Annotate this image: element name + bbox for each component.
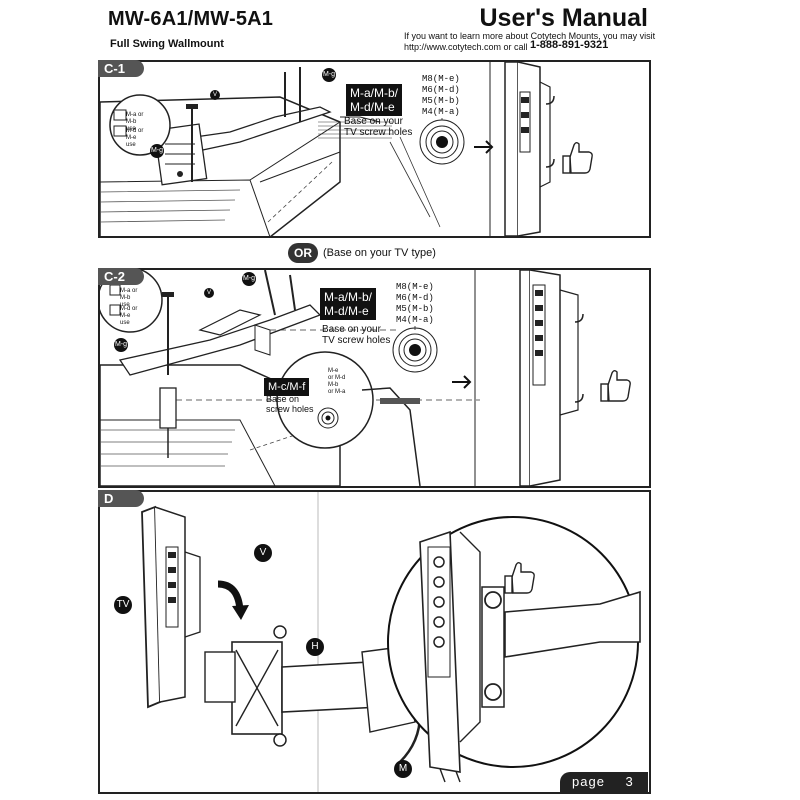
- base-note-c1-line2: TV screw holes: [344, 127, 413, 138]
- screw-size-list-c2: M8(M-e) M6(M-d) M5(M-b) M4(M-a): [396, 282, 434, 326]
- d-illustration: [141, 492, 641, 792]
- spacer-note: Base on screw holes: [266, 394, 314, 414]
- callout-v: V: [204, 288, 214, 298]
- callout-mg-1: M-g: [322, 68, 336, 82]
- inset-label-1: M-a or M-b use: [126, 112, 144, 132]
- spacer-size-list: M-e or M-d M-b or M-a: [328, 368, 345, 396]
- screw-label-c1-line1: M-a/M-b/: [350, 86, 398, 100]
- callout-mg-2: M-g: [150, 144, 164, 158]
- size-item: M6(M-d): [396, 293, 434, 303]
- base-note-c1-line1: Base on your: [344, 116, 403, 127]
- step-tag-c1: C-1: [98, 60, 144, 77]
- manual-title: User's Manual: [479, 4, 648, 32]
- spacer-size-item: M-b: [328, 382, 339, 388]
- size-item: M4(M-a): [396, 315, 434, 325]
- screw-label-c2-line1: M-a/M-b/: [324, 290, 372, 304]
- step-tag-c2: C-2: [98, 268, 144, 285]
- contact-line-2: http://www.cotytech.com or call: [404, 42, 528, 52]
- size-item: M4(M-a): [422, 107, 460, 117]
- panel-c1: C-1 M-g M-g V M-a or M-b use M-d or M-e …: [98, 60, 651, 238]
- callout-h: H: [306, 638, 324, 656]
- size-item: M8(M-e): [396, 282, 434, 292]
- callout-m: M: [394, 760, 412, 778]
- contact-info: If you want to learn more about Cotytech…: [404, 31, 655, 53]
- spacer-size-item: or M-a: [328, 389, 346, 395]
- size-item: M5(M-b): [396, 304, 434, 314]
- size-item: M5(M-b): [422, 96, 460, 106]
- screw-label-c1-line2: M-d/M-e: [350, 100, 395, 114]
- callout-v: V: [254, 544, 272, 562]
- base-note-c2: Base on your TV screw holes: [322, 324, 390, 346]
- screw-size-list-c1: M8(M-e) M6(M-d) M5(M-b) M4(M-a): [422, 74, 460, 118]
- c1-illustration: [100, 62, 593, 236]
- callout-mg-2: M-g: [114, 338, 128, 352]
- spacer-label: M-c/M-f: [264, 378, 310, 396]
- page-number: 3: [625, 774, 634, 789]
- screw-label-c2: M-a/M-b/ M-d/M-e: [320, 288, 376, 320]
- page-footer: page 3: [560, 772, 648, 792]
- screw-label-c1: M-a/M-b/ M-d/M-e: [346, 84, 402, 116]
- base-note-c1: Base on your TV screw holes: [344, 116, 412, 138]
- phone-number: 1-888-891-9321: [530, 39, 609, 51]
- contact-line-1: If you want to learn more about Cotytech…: [404, 31, 656, 41]
- callout-tv: TV: [114, 596, 132, 614]
- callout-v: V: [210, 90, 220, 100]
- panel-d: D V TV H M: [98, 490, 651, 794]
- spacer-size-item: M-e: [328, 368, 339, 374]
- page-label: page: [572, 774, 605, 789]
- spacer-note-line2: screw holes: [266, 404, 314, 414]
- screw-label-c2-line2: M-d/M-e: [324, 304, 369, 318]
- or-note: (Base on your TV type): [323, 247, 436, 259]
- spacer-size-item: or M-d: [328, 375, 346, 381]
- inset-label-1: M-a or M-b use: [120, 288, 138, 308]
- panel-c2: C-2 M-g M-g V M-a or M-b use M-d or M-e …: [98, 268, 651, 488]
- base-note-c2-line2: TV screw holes: [322, 335, 391, 346]
- inset-label-2: M-d or M-e use: [126, 128, 144, 148]
- size-item: M6(M-d): [422, 85, 460, 95]
- size-item: M8(M-e): [422, 74, 460, 84]
- step-tag-d: D: [98, 490, 144, 507]
- product-subtitle: Full Swing Wallmount: [110, 38, 224, 50]
- spacer-note-line1: Base on: [266, 394, 300, 404]
- callout-mg-1: M-g: [242, 272, 256, 286]
- or-badge: OR: [288, 243, 318, 263]
- inset-label-2: M-d or M-e use: [120, 306, 138, 326]
- or-row: OR (Base on your TV type): [288, 242, 436, 264]
- model-title: MW-6A1/MW-5A1: [108, 8, 274, 30]
- base-note-c2-line1: Base on your: [322, 324, 381, 335]
